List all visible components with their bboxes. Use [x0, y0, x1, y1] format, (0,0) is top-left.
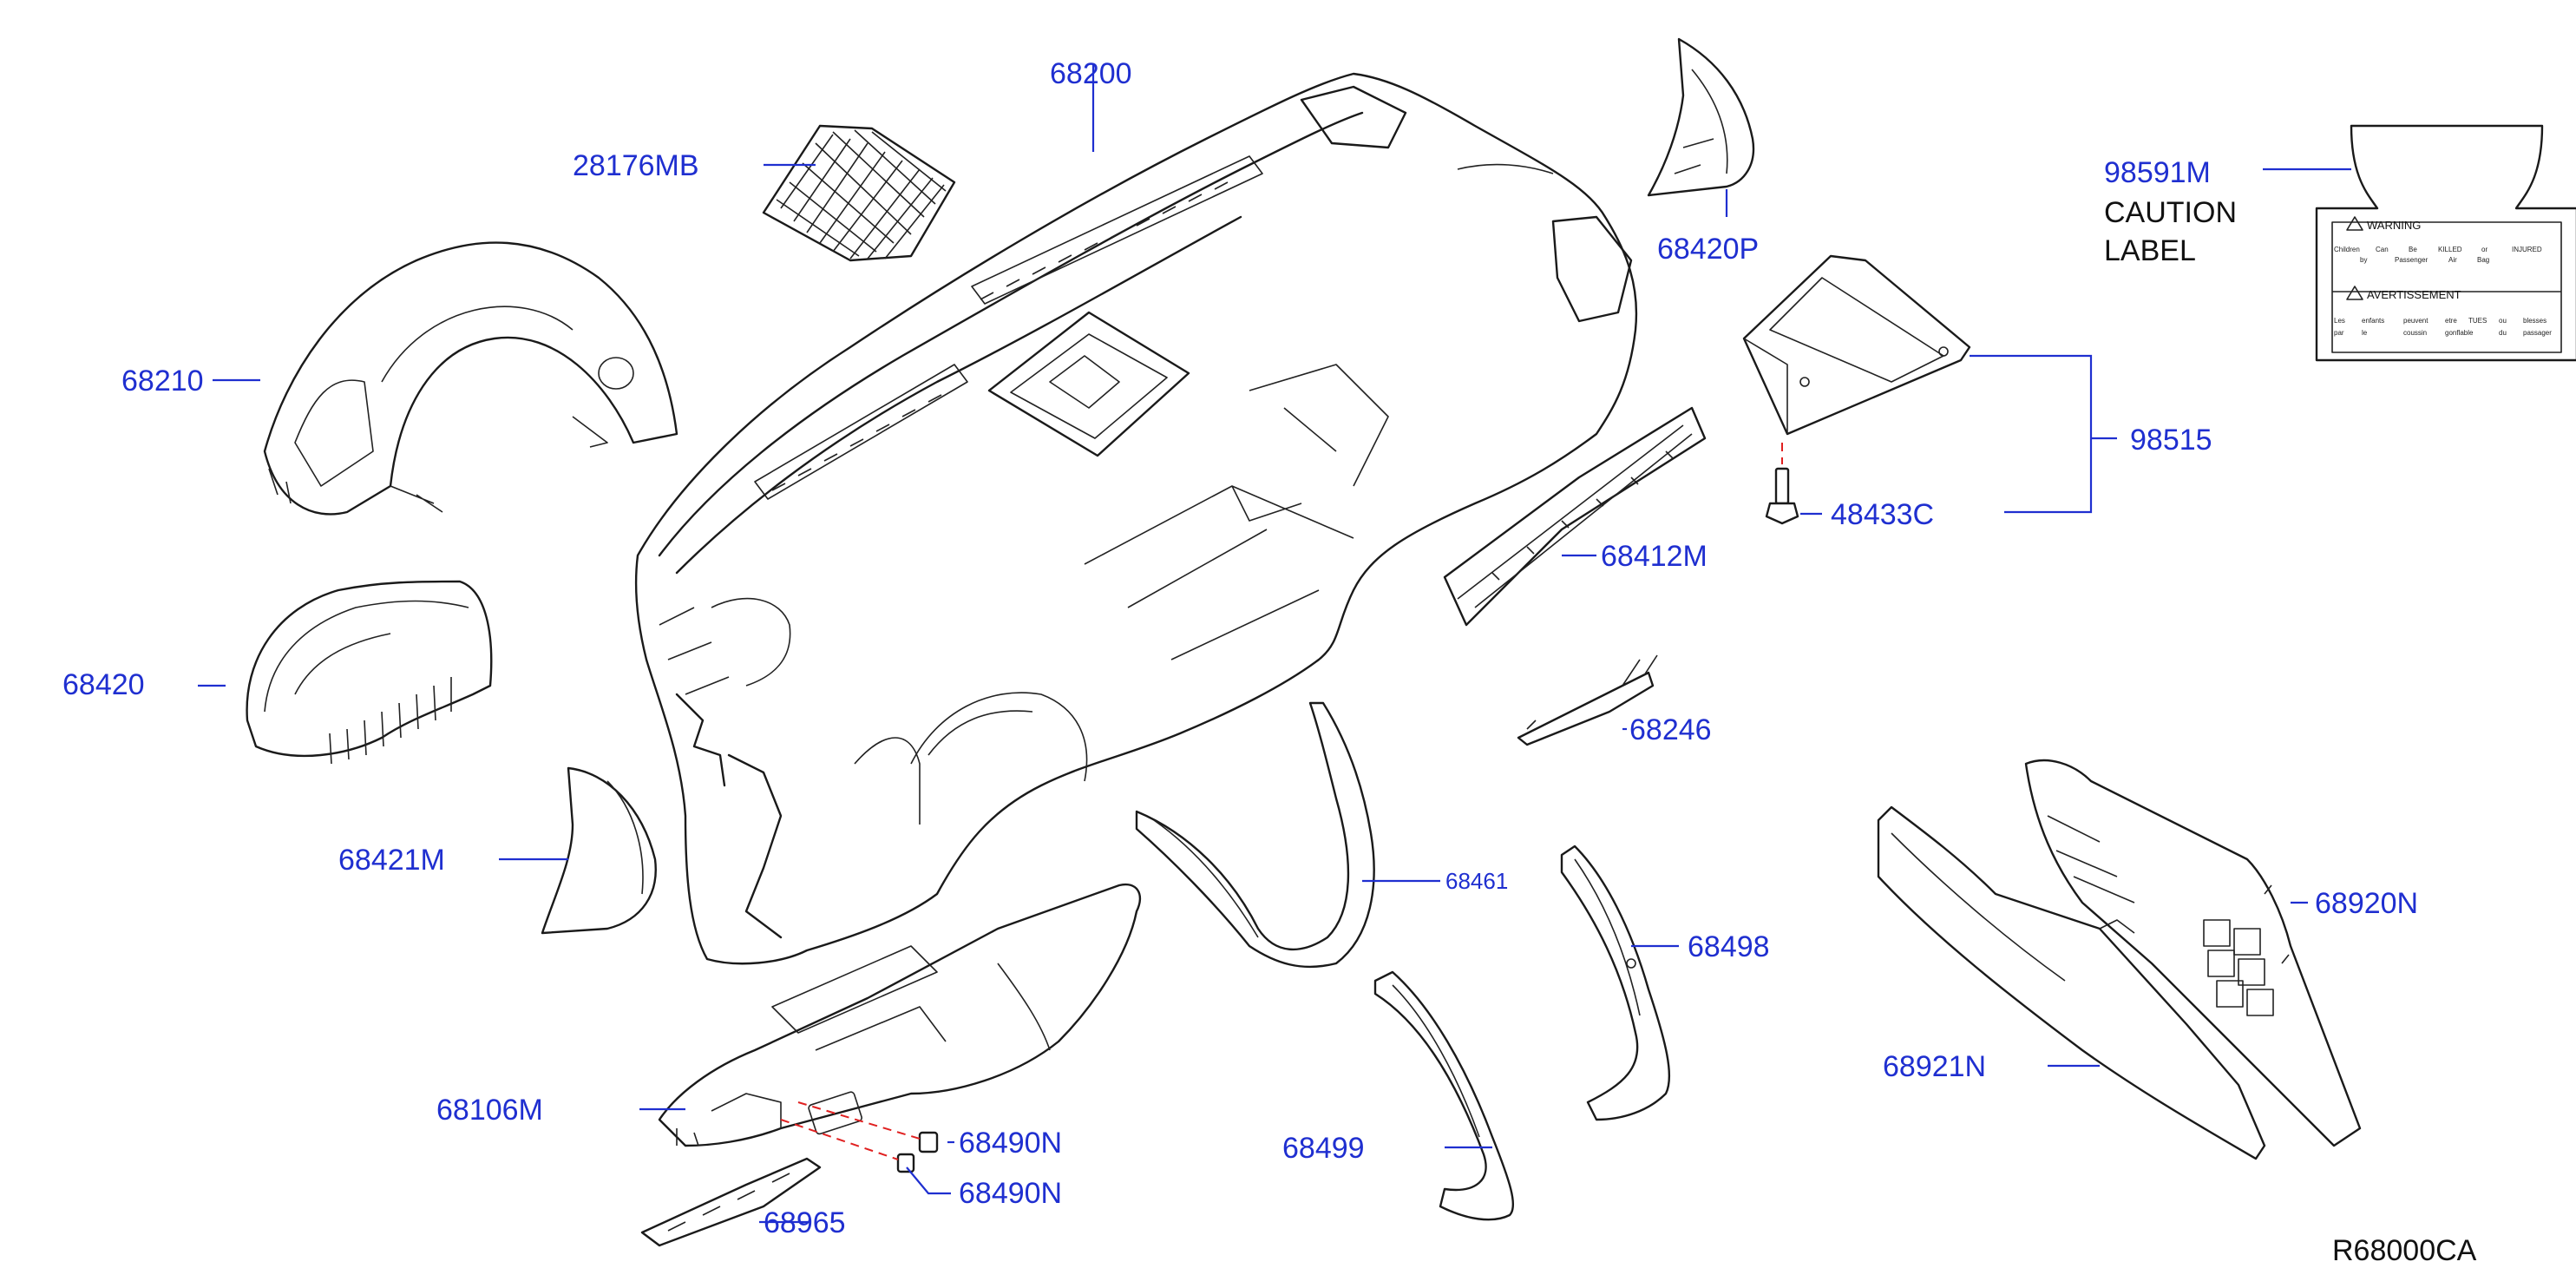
clip-68490N-a[interactable] — [918, 1131, 939, 1153]
caution-label-line2: LABEL — [2104, 234, 2196, 267]
avertissement-title: AVERTISSEMENT — [2367, 288, 2461, 301]
label-68921N[interactable]: 68921N — [1883, 1050, 1986, 1083]
label-68246[interactable]: 68246 — [1629, 713, 1712, 746]
avert-row1-word: etre — [2445, 317, 2457, 325]
clip-68490N-b[interactable] — [896, 1153, 915, 1173]
avert-row1-word: ou — [2499, 317, 2507, 325]
label-68920N[interactable]: 68920N — [2315, 887, 2418, 920]
speaker-grille-28176MB[interactable] — [762, 124, 956, 262]
label-68490N-lower[interactable]: 68490N — [959, 1177, 1062, 1210]
avert-row1-word: blesses — [2523, 317, 2547, 325]
warning-row2-word: Air — [2448, 256, 2457, 264]
avert-row2-word: du — [2499, 329, 2507, 337]
leader-lines — [198, 65, 2351, 1224]
avert-row1-word: enfants — [2362, 317, 2384, 325]
warning-row-1: Children Can Be KILLED or INJURED — [2334, 246, 2542, 253]
avert-row-2: par le coussin gonflable du passager — [2334, 329, 2552, 337]
cluster-lid-68210[interactable] — [263, 241, 678, 516]
label-98515[interactable]: 98515 — [2130, 424, 2212, 457]
avert-row2-word: coussin — [2403, 329, 2427, 337]
side-cap-68420P[interactable] — [1647, 37, 1755, 197]
avert-row2-word: gonflable — [2445, 329, 2474, 337]
label-68106M[interactable]: 68106M — [436, 1094, 543, 1127]
label-68421M[interactable]: 68421M — [338, 844, 445, 877]
avert-row1-word: TUES — [2468, 317, 2487, 325]
caution-card-98591M[interactable] — [2315, 124, 2576, 362]
label-68420[interactable]: 68420 — [62, 668, 145, 701]
warning-row-2: by Passenger Air Bag — [2360, 256, 2489, 264]
label-68499[interactable]: 68499 — [1282, 1132, 1365, 1165]
warning-row2-word: Bag — [2477, 256, 2489, 264]
label-68420P[interactable]: 68420P — [1657, 233, 1759, 266]
diagram-code: R68000CA — [2332, 1234, 2477, 1267]
label-28176MB[interactable]: 28176MB — [573, 149, 699, 182]
avert-row2-word: le — [2362, 329, 2368, 337]
label-68412M[interactable]: 68412M — [1601, 540, 1708, 573]
switch-strip-68965[interactable] — [640, 1157, 822, 1247]
label-48433C[interactable]: 48433C — [1831, 498, 1934, 531]
warning-row2-word: by — [2360, 256, 2367, 264]
label-68498[interactable]: 68498 — [1688, 930, 1770, 963]
warning-row1-word: Can — [2376, 246, 2389, 253]
cluster-hood-68420[interactable] — [246, 580, 493, 765]
lower-panel-68106M[interactable] — [658, 883, 1142, 1147]
pillar-trim-68499[interactable] — [1373, 970, 1515, 1221]
avert-row1-word: Les — [2334, 317, 2345, 325]
avert-row2-word: par — [2334, 329, 2344, 337]
label-98591M[interactable]: 98591M — [2104, 156, 2211, 189]
avert-row-1: Les enfants peuvent etre TUES ou blesses — [2334, 317, 2547, 325]
pillar-trim-68498[interactable] — [1560, 844, 1671, 1121]
trim-ring-68461[interactable] — [1135, 701, 1375, 969]
warning-row1-word: KILLED — [2438, 246, 2462, 253]
warning-row2-word: Passenger — [2395, 256, 2429, 264]
label-68490N-upper[interactable]: 68490N — [959, 1127, 1062, 1160]
airbag-bracket-98515[interactable] — [1742, 254, 1971, 436]
label-68210[interactable]: 68210 — [121, 365, 204, 398]
label-68200[interactable]: 68200 — [1050, 57, 1132, 90]
part-labels: 68200 28176MB 68210 68420 68421M 68106M … — [62, 57, 2477, 1267]
dashed-leader-68490N — [780, 1101, 921, 1160]
label-68965[interactable]: 68965 — [764, 1206, 846, 1239]
glove-box-68920N[interactable] — [2024, 759, 2362, 1147]
avert-row1-word: peuvent — [2403, 317, 2429, 325]
instrument-panel-68200[interactable] — [634, 72, 1638, 965]
caution-label-line1: CAUTION — [2104, 196, 2237, 229]
label-68461[interactable]: 68461 — [1445, 868, 1508, 894]
avert-row2-word: passager — [2523, 329, 2552, 337]
bolt-48433C[interactable] — [1765, 467, 1799, 525]
warning-row1-word: INJURED — [2512, 246, 2542, 253]
glove-box-panel-68921N[interactable] — [1877, 805, 2266, 1160]
side-panel-68421M[interactable] — [541, 766, 657, 935]
warning-row1-word: Children — [2334, 246, 2360, 253]
finisher-68412M[interactable] — [1443, 406, 1707, 627]
warning-title: WARNING — [2367, 219, 2421, 232]
bracket-68246[interactable] — [1517, 654, 1658, 746]
warning-row1-word: or — [2481, 246, 2488, 253]
warning-row1-word: Be — [2409, 246, 2417, 253]
